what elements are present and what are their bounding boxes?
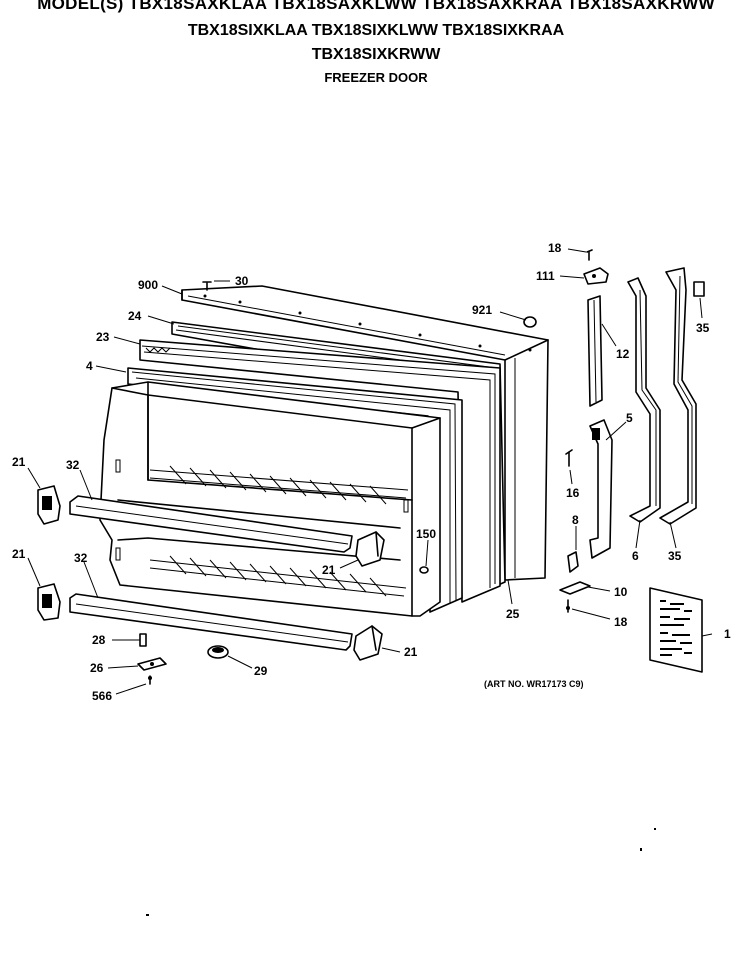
callout-566: 566: [92, 689, 112, 703]
callout-4: 4: [86, 359, 93, 373]
screw-part-30: [202, 281, 212, 291]
shelf-bar-upper: [69, 495, 353, 553]
callout-24: 24: [128, 309, 142, 323]
callout-21-upper-left: 21: [12, 455, 26, 469]
end-cap-part-35: [693, 281, 705, 297]
callout-900: 900: [138, 278, 158, 292]
literature-part-1: [649, 587, 703, 673]
callout-29: 29: [254, 664, 268, 678]
callout-18-top: 18: [548, 241, 562, 255]
callout-26: 26: [90, 661, 104, 675]
handle-bracket-part-12: [587, 295, 603, 407]
model-list-line-1: MODEL(S) TBX18SAXKLAA TBX18SAXKLWW TBX18…: [37, 0, 715, 13]
door-liner-shelves: [99, 381, 441, 617]
callout-35-bottom: 35: [668, 549, 682, 563]
callout-35-top: 35: [696, 321, 710, 335]
callout-23: 23: [96, 330, 110, 344]
plug-part-921: [523, 316, 537, 328]
callout-18-bottom: 18: [614, 615, 628, 629]
callout-30: 30: [235, 274, 249, 288]
leader-lines: [27, 248, 713, 695]
callout-8: 8: [572, 513, 579, 527]
spring-part-28: [139, 633, 147, 647]
callout-16: 16: [566, 486, 580, 500]
bracket-part-10: [559, 581, 591, 595]
callout-labels: 900 30 24 23 4 921 18 111 12 35 5 16 8 6…: [12, 241, 731, 703]
callout-32-lower: 32: [74, 551, 88, 565]
outer-door-panel: [181, 285, 549, 581]
end-cap-upper-left: [37, 485, 61, 525]
door-inner-liner: [127, 367, 463, 613]
callout-10: 10: [614, 585, 628, 599]
callout-1: 1: [724, 627, 731, 641]
plug-part-29: [207, 645, 229, 659]
shelf-bar-lower: [69, 593, 353, 651]
handle-part-35: [659, 267, 697, 525]
model-list-line-2: TBX18SIXKLAA TBX18SIXKLWW TBX18SIXKRAA: [187, 22, 565, 39]
callout-12: 12: [616, 347, 630, 361]
callout-111: 111: [536, 269, 555, 283]
callout-150: 150: [416, 527, 436, 541]
callout-6: 6: [632, 549, 639, 563]
plug-part-150: [419, 566, 429, 574]
screw-part-18-bottom: [566, 599, 570, 613]
callout-5: 5: [626, 411, 633, 425]
end-cap-lower-left: [37, 583, 61, 621]
callout-21-upper-right: 21: [322, 563, 336, 577]
screw-part-566: [148, 675, 152, 685]
end-cap-upper-right: [355, 531, 385, 567]
callout-21-lower-right: 21: [404, 645, 418, 659]
callout-28: 28: [92, 633, 106, 647]
art-number: (ART NO. WR17173 C9): [484, 679, 584, 689]
bracket-part-26: [137, 657, 167, 671]
hinge-cover-part-111: [583, 267, 609, 285]
callout-921: 921: [472, 303, 492, 317]
end-cap-lower-right: [353, 625, 383, 661]
model-list-line-3: TBX18SIXKRWW: [311, 46, 441, 63]
callout-25: 25: [506, 607, 520, 621]
section-title: FREEZER DOOR: [324, 70, 428, 85]
handle-part-6: [627, 277, 661, 523]
callout-21-lower-left: 21: [12, 547, 26, 561]
screw-part-18-top: [586, 249, 593, 261]
door-liner-frame: [139, 339, 501, 603]
scan-marks: [146, 828, 656, 916]
screw-part-16: [565, 449, 573, 467]
handle-bracket-part-5: [589, 419, 613, 559]
clip-part-8: [567, 551, 579, 573]
callout-32-upper: 32: [66, 458, 80, 472]
